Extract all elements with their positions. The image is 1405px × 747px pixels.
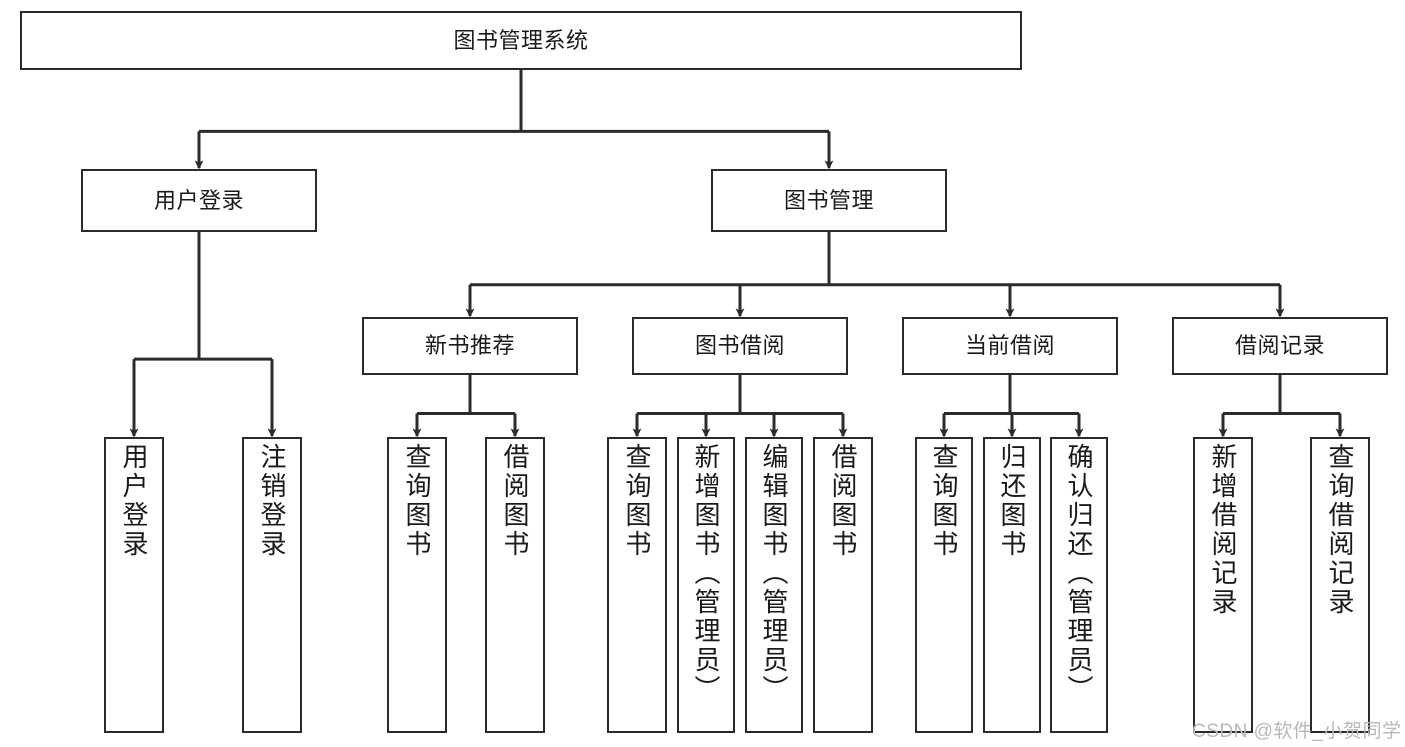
node-label: 查询图书 <box>402 443 432 559</box>
node-label: 图书管理 <box>783 187 874 213</box>
leaf-query-borrow-record[interactable]: 查询借阅记录 <box>1310 437 1370 733</box>
node-borrow-record[interactable]: 借阅记录 <box>1172 317 1388 375</box>
leaf-add-borrow-record[interactable]: 新增借阅记录 <box>1193 437 1253 733</box>
leaf-add-book-admin[interactable]: 新增图书（管理员） <box>677 437 735 733</box>
leaf-borrow-book-2[interactable]: 借阅图书 <box>813 437 873 733</box>
leaf-user-login[interactable]: 用户登录 <box>104 437 164 733</box>
node-book-manage[interactable]: 图书管理 <box>711 169 947 232</box>
csdn-watermark: CSDN @软件_小贺同学 <box>1192 721 1402 742</box>
leaf-query-book-1[interactable]: 查询图书 <box>387 437 447 733</box>
node-label: 新书推荐 <box>424 333 515 359</box>
node-label: 用户登录 <box>119 443 149 559</box>
node-current-borrow[interactable]: 当前借阅 <box>902 317 1118 375</box>
node-label: 确认归还（管理员） <box>1064 443 1094 704</box>
leaf-query-book-3[interactable]: 查询图书 <box>915 437 973 733</box>
node-root[interactable]: 图书管理系统 <box>20 11 1022 70</box>
leaf-borrow-book-1[interactable]: 借阅图书 <box>485 437 545 733</box>
node-label: 用户登录 <box>153 187 244 213</box>
node-label: 新增图书（管理员） <box>691 443 721 704</box>
node-label: 图书管理系统 <box>453 27 589 53</box>
node-label: 注销登录 <box>257 443 287 559</box>
node-label: 当前借阅 <box>964 333 1055 359</box>
node-label: 图书借阅 <box>694 333 785 359</box>
leaf-query-book-2[interactable]: 查询图书 <box>607 437 667 733</box>
node-new-book-recommend[interactable]: 新书推荐 <box>362 317 578 375</box>
node-label: 新增借阅记录 <box>1208 443 1238 617</box>
leaf-confirm-return-admin[interactable]: 确认归还（管理员） <box>1050 437 1108 733</box>
node-label: 编辑图书（管理员） <box>759 443 789 704</box>
leaf-return-book[interactable]: 归还图书 <box>983 437 1041 733</box>
node-label: 归还图书 <box>997 443 1027 559</box>
leaf-edit-book-admin[interactable]: 编辑图书（管理员） <box>745 437 803 733</box>
node-label: 借阅图书 <box>828 443 858 559</box>
node-label: 查询图书 <box>929 443 959 559</box>
node-label: 借阅记录 <box>1234 333 1325 359</box>
node-label: 借阅图书 <box>500 443 530 559</box>
node-user-login[interactable]: 用户登录 <box>81 169 317 232</box>
node-book-borrow[interactable]: 图书借阅 <box>632 317 848 375</box>
node-label: 查询图书 <box>622 443 652 559</box>
node-label: 查询借阅记录 <box>1325 443 1355 617</box>
leaf-logout[interactable]: 注销登录 <box>242 437 302 733</box>
